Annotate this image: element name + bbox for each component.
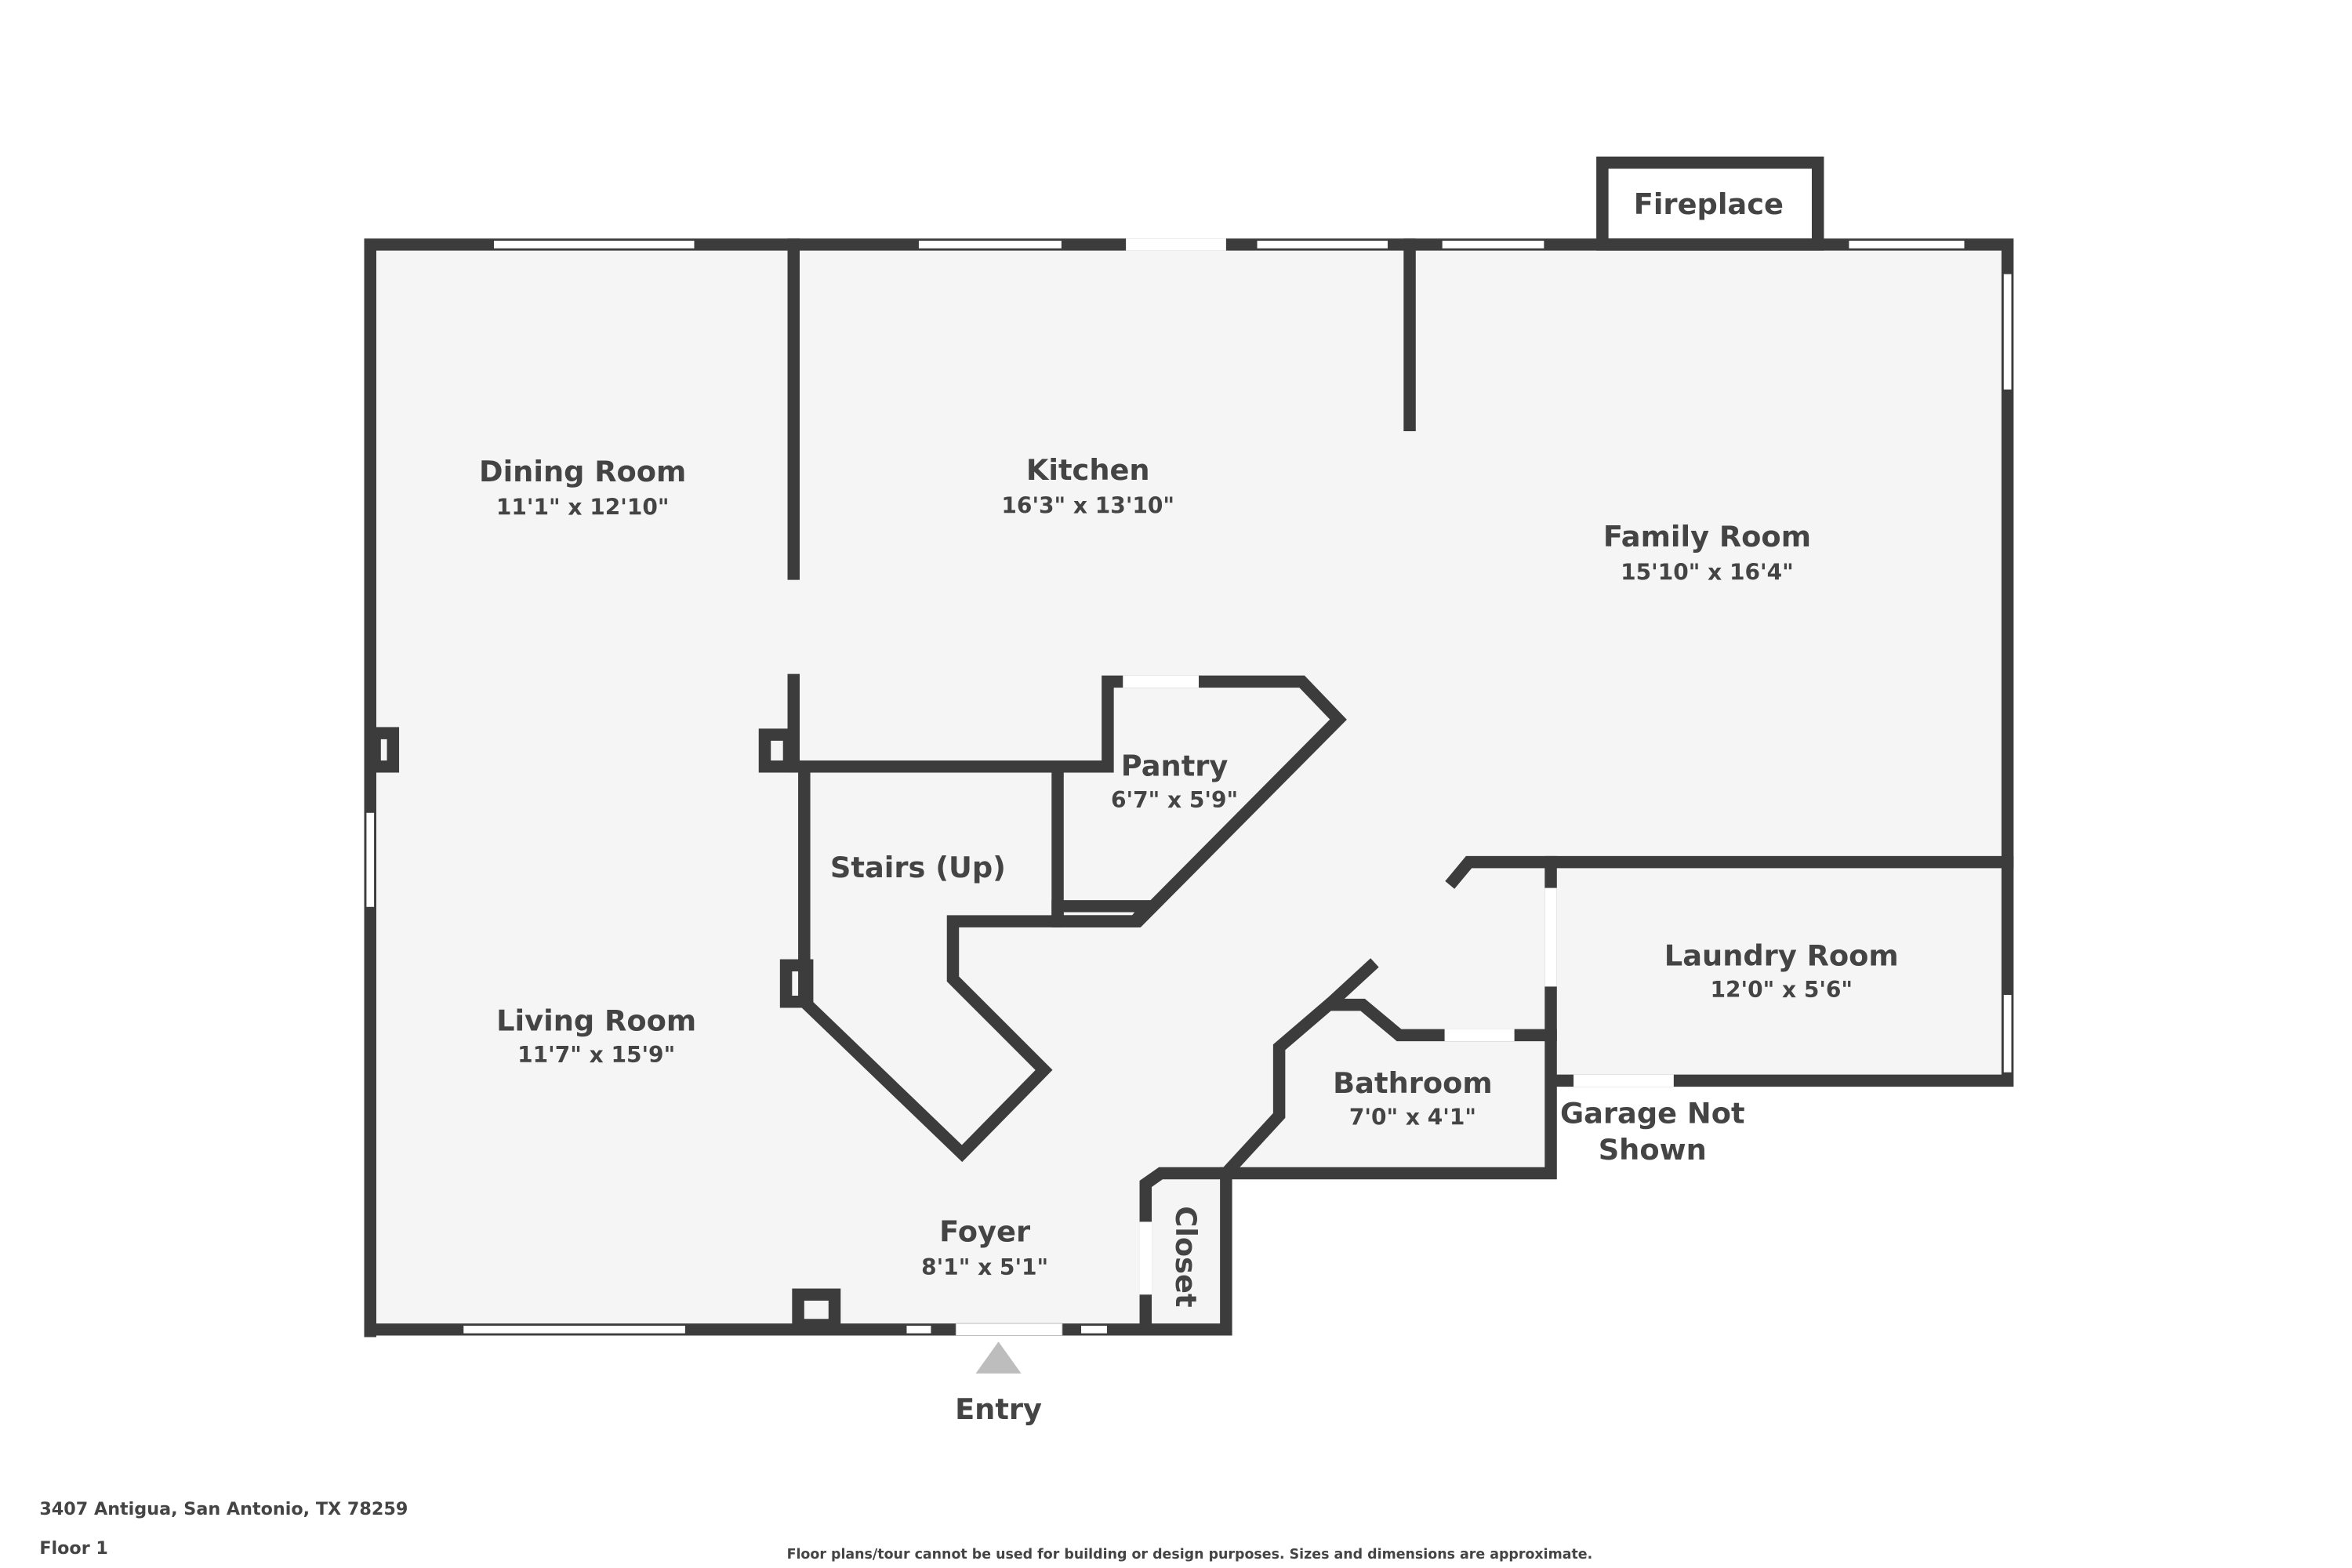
floor-label: Floor 1 bbox=[39, 1538, 108, 1559]
dining-room-label: Dining Room bbox=[479, 455, 686, 488]
closet-label: Closet bbox=[1169, 1206, 1203, 1307]
pantry-label: Pantry bbox=[1121, 749, 1229, 782]
kitchen-dims: 16'3" x 13'10" bbox=[1001, 493, 1174, 519]
column bbox=[779, 959, 814, 1008]
entry-label: Entry bbox=[955, 1392, 1042, 1426]
laundry-room-label: Laundry Room bbox=[1664, 938, 1899, 972]
exterior-wall bbox=[364, 238, 2014, 1338]
laundry-wall bbox=[1445, 855, 2014, 889]
foyer-dims: 8'1" x 5'1" bbox=[921, 1254, 1048, 1280]
garage-note-line2: Shown bbox=[1599, 1133, 1707, 1167]
stairs-label: Stairs (Up) bbox=[830, 851, 1006, 884]
column bbox=[368, 727, 400, 773]
family-room-dims: 15'10" x 16'4" bbox=[1621, 560, 1794, 586]
column bbox=[792, 1288, 841, 1331]
column bbox=[758, 728, 796, 773]
garage-note-line1: Garage Not bbox=[1560, 1097, 1745, 1131]
dining-room-dims: 11'1" x 12'10" bbox=[496, 494, 670, 520]
bathroom-dims: 7'0" x 4'1" bbox=[1349, 1105, 1476, 1131]
address: 3407 Antigua, San Antonio, TX 78259 bbox=[39, 1499, 408, 1519]
floor-area bbox=[370, 244, 2008, 1330]
kitchen-label: Kitchen bbox=[1026, 453, 1150, 487]
fireplace-label: Fireplace bbox=[1634, 187, 1784, 221]
pantry-dims: 6'7" x 5'9" bbox=[1111, 787, 1238, 813]
disclaimer: Floor plans/tour cannot be used for buil… bbox=[787, 1547, 1593, 1563]
entry-arrow-icon bbox=[975, 1341, 1022, 1374]
windows bbox=[365, 238, 2013, 1337]
stairs bbox=[798, 760, 1064, 1163]
living-room-dims: 11'7" x 15'9" bbox=[517, 1042, 675, 1068]
living-room-label: Living Room bbox=[496, 1004, 696, 1038]
family-room-label: Family Room bbox=[1603, 520, 1811, 554]
foyer-label: Foyer bbox=[939, 1215, 1031, 1249]
laundry-room-dims: 12'0" x 5'6" bbox=[1710, 977, 1853, 1003]
bathroom-wall bbox=[1217, 958, 1379, 1182]
pantry-wall bbox=[787, 673, 1347, 927]
bathroom-label: Bathroom bbox=[1333, 1066, 1493, 1100]
